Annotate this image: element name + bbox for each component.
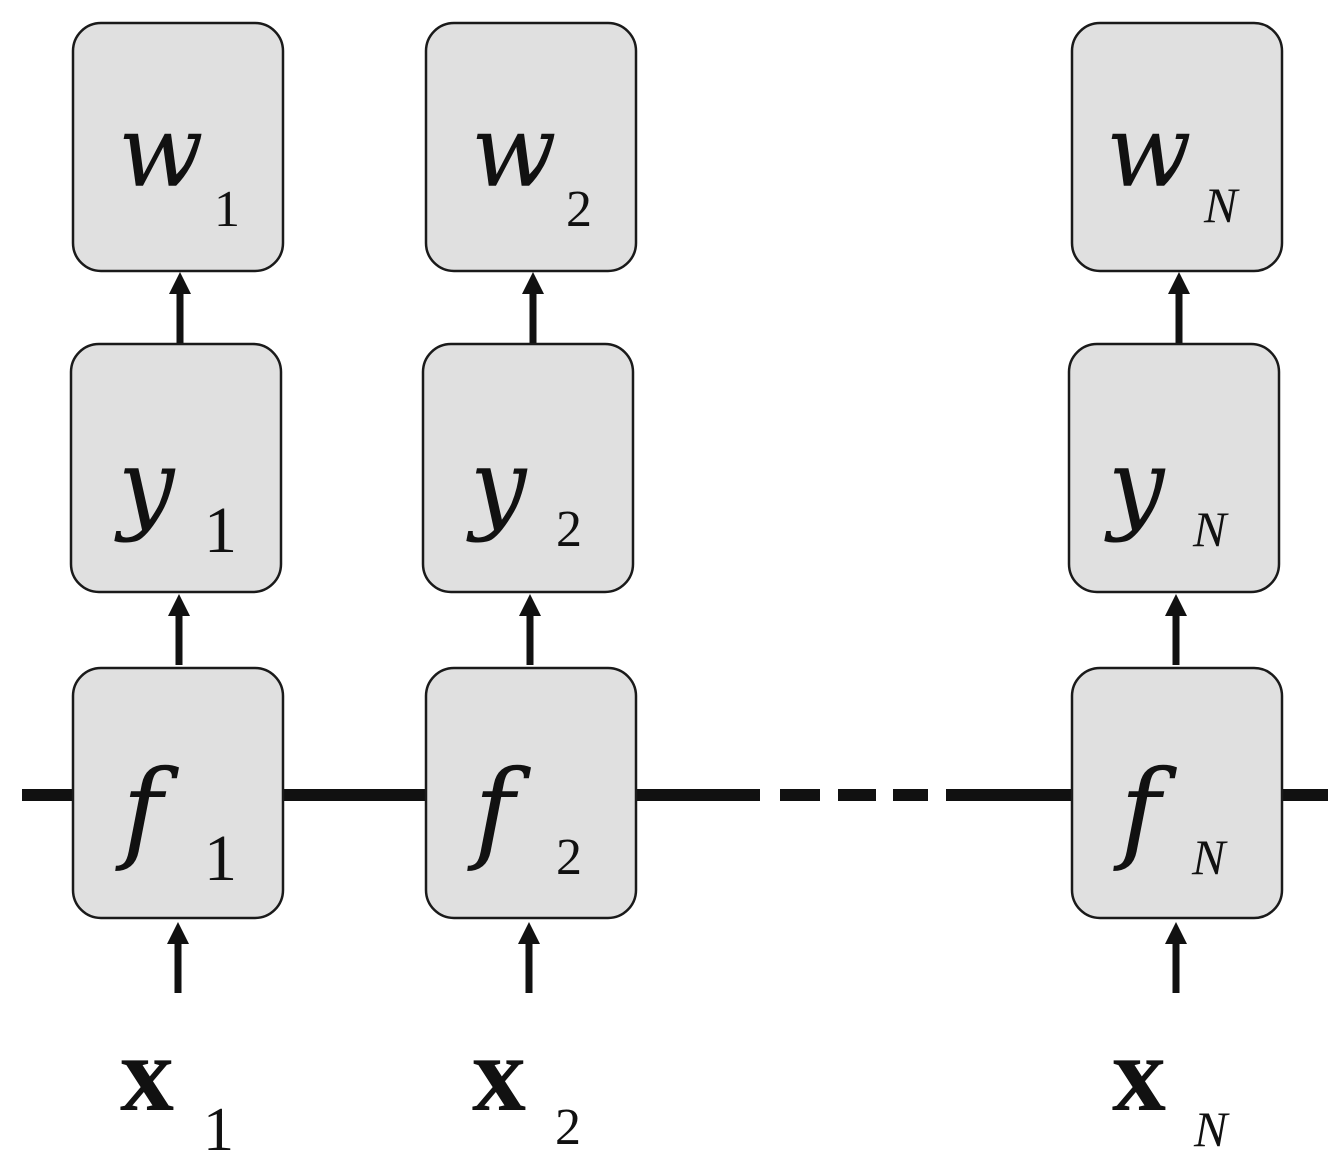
- arrowhead-y2-to-w2: [522, 272, 544, 294]
- y-subscript-N: N: [1192, 501, 1229, 557]
- y-symbol-2: y: [466, 427, 528, 544]
- w-symbol-N: w: [1106, 93, 1192, 210]
- y-subscript-1: 1: [204, 494, 237, 567]
- column-2: w 2 y 2 f 2 x 2: [421, 21, 638, 1156]
- arrowhead-fN-to-yN: [1165, 594, 1187, 616]
- y-symbol-N: y: [1104, 427, 1166, 544]
- x-symbol-1: x: [120, 1015, 174, 1134]
- f-box-N: [1070, 666, 1284, 920]
- f-box-2: [424, 666, 638, 920]
- column-N: w N y N f N x N: [1067, 21, 1284, 1157]
- w-subscript-2: 2: [566, 181, 592, 238]
- w-symbol-2: w: [471, 93, 557, 210]
- y-box-1: [69, 342, 283, 594]
- x-subscript-1: 1: [203, 1096, 234, 1164]
- y-subscript-2: 2: [556, 501, 582, 558]
- arrowhead-f1-to-y1: [168, 594, 190, 616]
- arrowhead-yN-to-wN: [1168, 272, 1190, 294]
- f-subscript-1: 1: [204, 822, 237, 895]
- w-box-2: [424, 21, 638, 273]
- x-subscript-2: 2: [555, 1099, 581, 1156]
- w-symbol-1: w: [118, 93, 204, 210]
- f-box-1: [71, 666, 285, 920]
- arrowhead-f2-to-y2: [519, 594, 541, 616]
- arrowhead-xN-to-fN: [1165, 922, 1187, 944]
- w-box-1: [71, 21, 285, 273]
- w-subscript-1: 1: [214, 181, 240, 238]
- f-subscript-2: 2: [556, 829, 582, 886]
- x-symbol-N: x: [1112, 1015, 1166, 1134]
- w-subscript-N: N: [1203, 177, 1240, 233]
- y-box-N: [1067, 342, 1281, 594]
- y-box-2: [421, 342, 635, 594]
- w-box-N: [1070, 21, 1284, 273]
- arrowhead-y1-to-w1: [169, 272, 191, 294]
- arrowhead-x2-to-f2: [518, 922, 540, 944]
- y-symbol-1: y: [114, 427, 176, 544]
- arrowhead-x1-to-f1: [167, 922, 189, 944]
- x-symbol-2: x: [472, 1015, 526, 1134]
- column-1: w 1 y 1 f 1 x 1: [69, 21, 285, 1164]
- f-subscript-N: N: [1191, 829, 1228, 885]
- x-subscript-N: N: [1193, 1101, 1230, 1157]
